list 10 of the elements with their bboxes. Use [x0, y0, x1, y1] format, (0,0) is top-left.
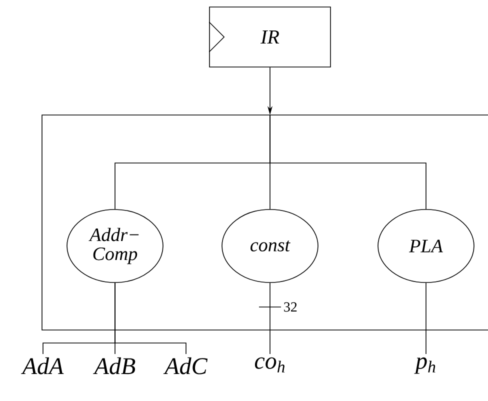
signal-label: AdA — [21, 357, 64, 374]
signal-label: co$_{h}$ — [254, 357, 285, 372]
signal-label: AdB — [93, 357, 136, 374]
signal-label: AdC — [163, 357, 208, 374]
block-frame — [42, 114, 488, 330]
register-box: IR — [208, 6, 331, 68]
signal-label: p$_{h}$ — [414, 357, 436, 374]
connector-line — [270, 114, 426, 210]
edge-label: 32 — [284, 302, 297, 312]
connector-line — [114, 282, 186, 354]
